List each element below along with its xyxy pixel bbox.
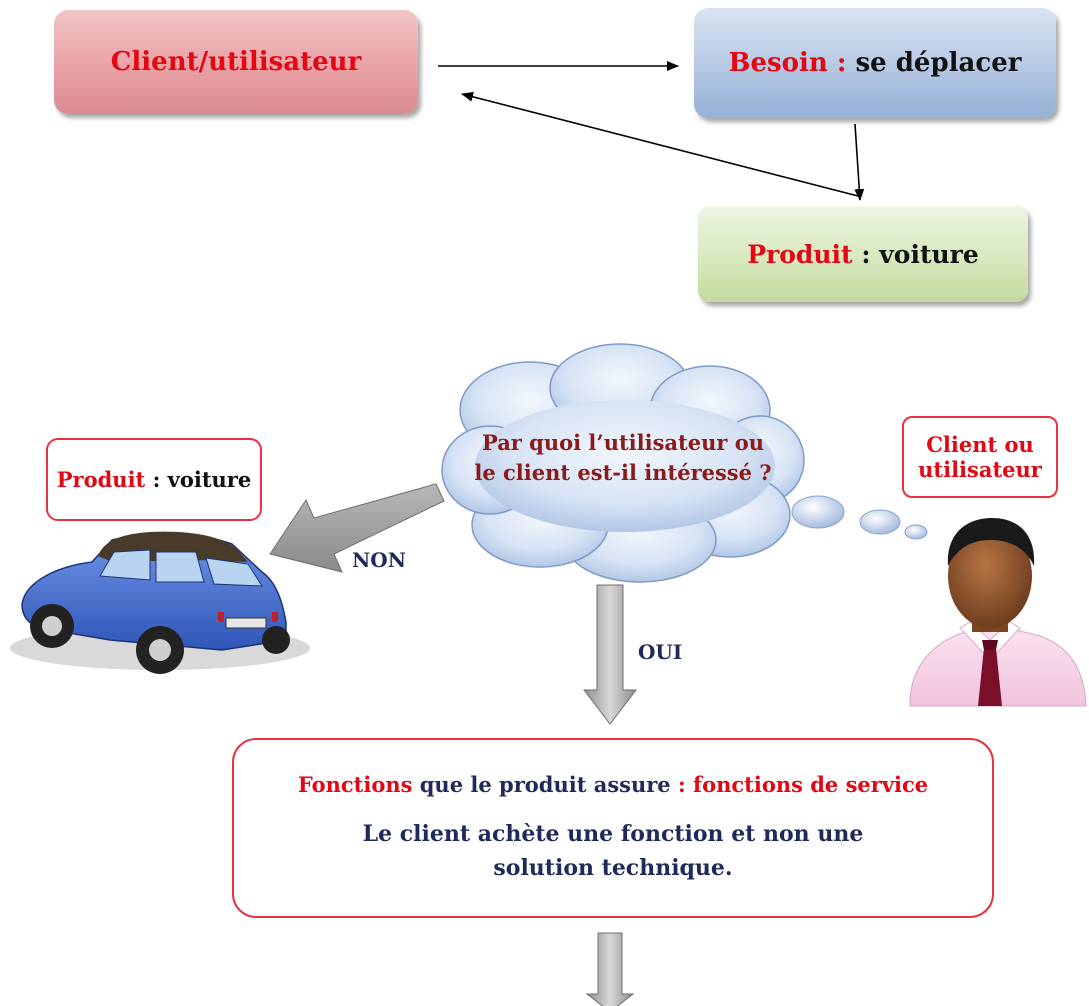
fonctions-statement: Le client achète une fonction et non une… <box>362 820 864 881</box>
produit-box-2: Produit : voiture <box>46 438 262 521</box>
fonctions-mid: que le produit assure <box>412 771 678 797</box>
client-box: Client/utilisateur <box>54 10 418 114</box>
produit2-key: Produit <box>56 467 146 492</box>
client2-line-1: Client ou <box>926 432 1034 457</box>
produit-value: : voiture <box>852 239 979 269</box>
cloud-question: Par quoi l’utilisateur ou le client est-… <box>468 428 778 488</box>
fonctions-key: Fonctions <box>297 771 413 797</box>
besoin-box: Besoin : se déplacer <box>694 8 1056 118</box>
oui-label: OUI <box>638 640 683 664</box>
cloud-line-1: Par quoi l’utilisateur ou <box>481 430 765 455</box>
bottom-arrow-icon <box>585 932 635 1006</box>
client-label: Client/utilisateur <box>110 47 362 77</box>
besoin-key: Besoin : <box>728 48 847 78</box>
non-label: NON <box>352 548 406 572</box>
besoin-value: se déplacer <box>846 48 1022 78</box>
client2-line-2: utilisateur <box>918 457 1042 482</box>
produit-box: Produit : voiture <box>698 206 1028 302</box>
arrow-produit-to-client <box>461 91 859 197</box>
produit2-value: : voiture <box>145 467 252 492</box>
cloud-line-2: le client est-il intéressé ? <box>474 460 772 485</box>
arrow-besoin-to-produit <box>854 123 865 201</box>
client-ou-utilisateur-box: Client ou utilisateur <box>902 416 1058 498</box>
fonctions-box: Fonctions que le produit assure : foncti… <box>232 738 994 918</box>
produit-key: Produit <box>747 239 853 269</box>
fonctions-value: : fonctions de service <box>677 771 929 797</box>
oui-arrow-icon <box>582 584 638 725</box>
non-arrow-icon <box>269 483 445 573</box>
